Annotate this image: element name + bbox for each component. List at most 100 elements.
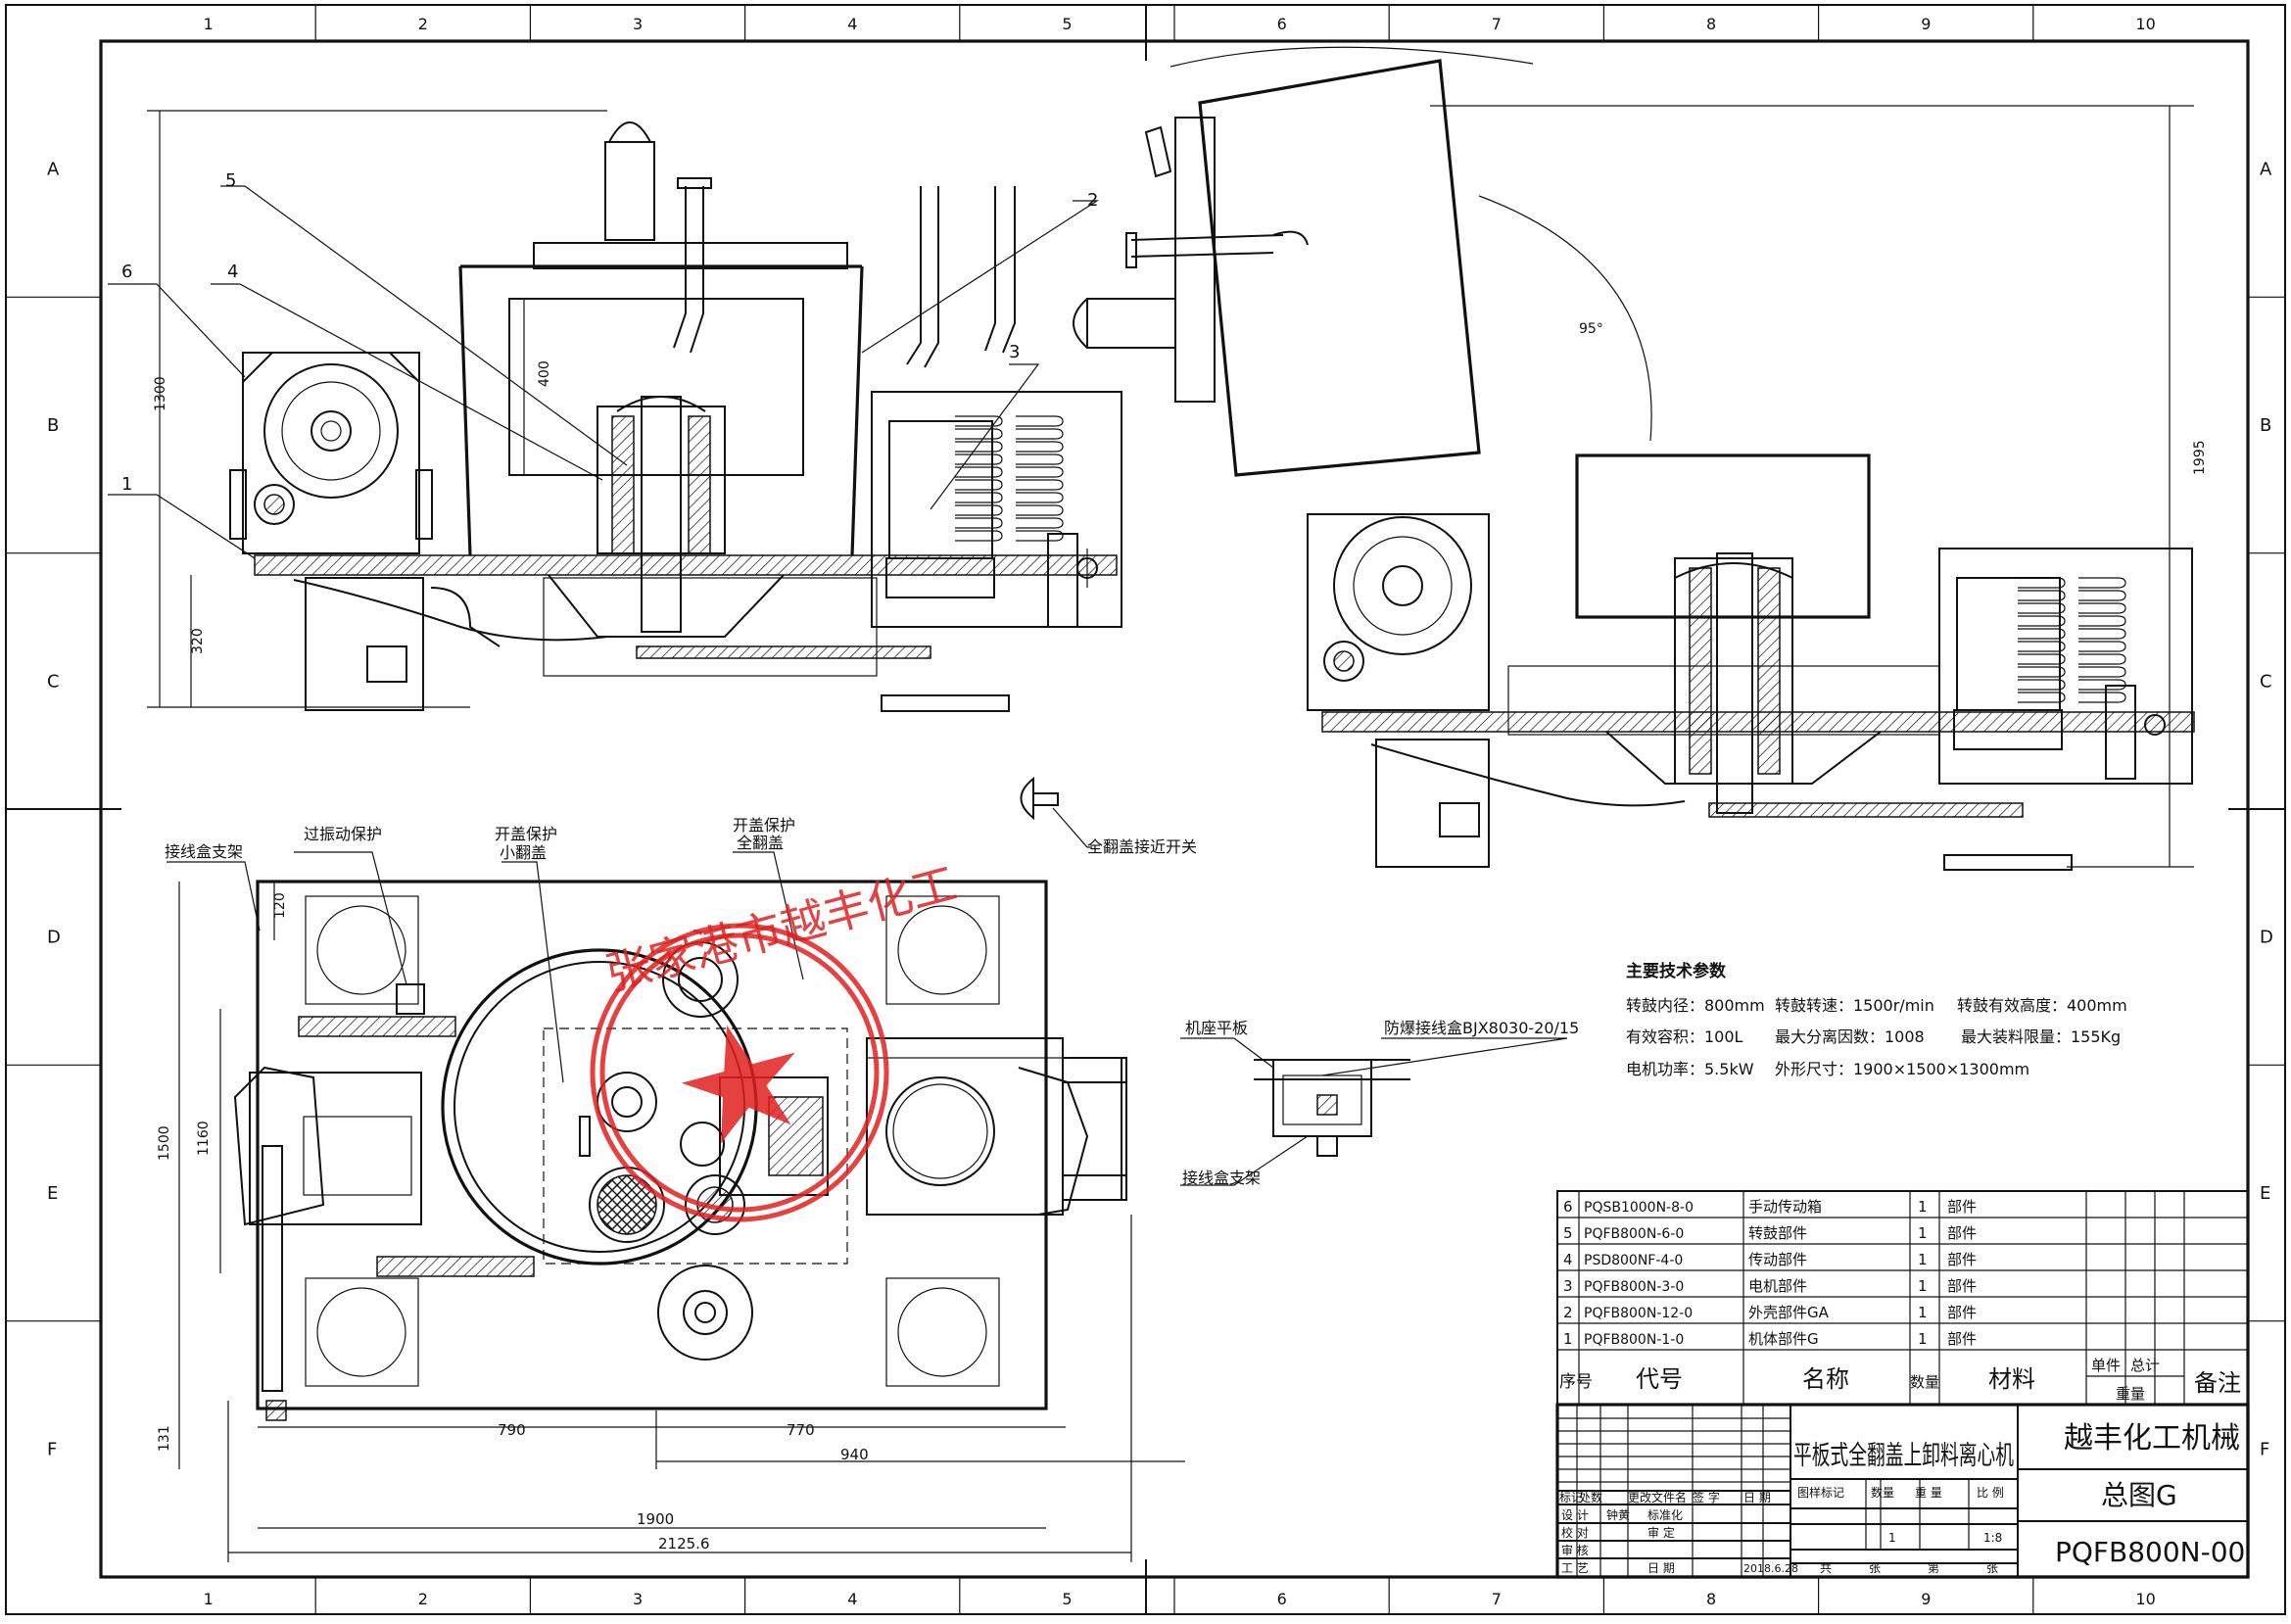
- bom-name: 机体部件G: [1748, 1330, 1819, 1348]
- dim-1995: 1995: [2192, 440, 2208, 475]
- spec-motor-power: 电机功率：5.5kW: [1626, 1060, 1754, 1078]
- zone-row-left: D: [47, 928, 61, 948]
- callout-full-lid: 全翻盖: [737, 834, 784, 852]
- dim-120: 120: [272, 892, 288, 919]
- vent-slot: [1016, 415, 1064, 427]
- vent-slot: [955, 504, 1003, 516]
- zone-col-bottom: 10: [2135, 1590, 2155, 1608]
- spec-drum-diameter: 转鼓内径：800mm: [1626, 996, 1765, 1015]
- proximity-switch: [1020, 776, 1092, 848]
- mounting-pad-ring: [897, 905, 987, 995]
- bom-material: 部件: [1947, 1224, 1977, 1242]
- tb-sheet-label: 第: [1928, 1561, 1939, 1575]
- dim-400: 400: [537, 360, 552, 387]
- spec-dimensions: 外形尺寸：1900×1500×1300mm: [1775, 1060, 2029, 1078]
- vent-slot: [2078, 615, 2126, 627]
- bom-code: PQFB800N-3-0: [1584, 1279, 1684, 1295]
- vent-slot: [2018, 679, 2066, 691]
- vent-slot: [1016, 492, 1064, 503]
- seal-text: 张家港市越丰化工: [600, 856, 962, 1000]
- tb-sheet-label: 张: [1986, 1561, 1998, 1575]
- tb-rev-label: 处数: [1579, 1490, 1602, 1505]
- tb-sign-label: 审 核: [1561, 1543, 1589, 1557]
- vent-slot: [2018, 692, 2066, 703]
- tb-scale: 1:8: [1983, 1531, 2002, 1545]
- vent-slot: [2018, 590, 2066, 601]
- bom-code: PSD800NF-4-0: [1584, 1253, 1683, 1268]
- zone-row-left: B: [47, 415, 59, 436]
- vent-slot: [1016, 441, 1064, 453]
- bom-name: 转鼓部件: [1748, 1224, 1807, 1242]
- zone-col-bottom: 8: [1706, 1590, 1716, 1608]
- bom-qty: 1: [1918, 1198, 1928, 1216]
- plan-view: [167, 851, 1568, 1562]
- balloon-1: 1: [121, 474, 132, 495]
- vent-slot: [2078, 666, 2126, 678]
- zone-col-top: 1: [204, 15, 214, 33]
- detail-junction-bracket: 接线盒支架: [1182, 1169, 1261, 1187]
- mounting-pad: [885, 895, 1000, 1005]
- vent-slot: [1016, 530, 1064, 542]
- bom-code: PQFB800N-6-0: [1584, 1226, 1684, 1242]
- callout-lid-protection-2: 开盖保护: [733, 816, 795, 835]
- callout-small-lid: 小翻盖: [500, 843, 547, 862]
- vent-slot: [2018, 615, 2066, 627]
- zone-col-bottom: 1: [204, 1590, 214, 1608]
- tb-date: 2018.6.28: [1743, 1562, 1798, 1575]
- bom-no: 4: [1563, 1251, 1573, 1268]
- zone-row-right: B: [2260, 415, 2271, 436]
- bom-code: PQFB800N-1-0: [1584, 1332, 1684, 1348]
- tb-rev-label: 日 期: [1743, 1491, 1771, 1505]
- bom-name: 电机部件: [1748, 1277, 1807, 1295]
- dim-1160: 1160: [196, 1121, 212, 1156]
- zone-col-bottom: 9: [1921, 1590, 1931, 1608]
- bom-header-qty: 数量: [1910, 1373, 1939, 1391]
- vent-slot: [955, 479, 1003, 491]
- vent-slot: [2078, 679, 2126, 691]
- tb-sheet-label: 张: [1869, 1561, 1881, 1575]
- bom-no: 5: [1563, 1224, 1573, 1242]
- plan-motor: [866, 1037, 1064, 1216]
- tb-signer: 钟黄: [1606, 1507, 1630, 1522]
- tb-std-label: 标准化: [1647, 1508, 1683, 1522]
- zone-col-bottom: 7: [1492, 1590, 1502, 1608]
- dim-131: 131: [157, 1425, 172, 1452]
- dim-940: 940: [840, 1446, 869, 1463]
- vent-slot: [2018, 577, 2066, 589]
- vent-slot: [955, 415, 1003, 427]
- vent-slot: [1016, 504, 1064, 516]
- zone-row-right: A: [2260, 160, 2272, 180]
- bom-no: 3: [1563, 1277, 1573, 1295]
- balloon-4: 4: [227, 262, 238, 282]
- tb-sign-label: 校 对: [1561, 1525, 1589, 1540]
- vent-slot: [2078, 577, 2126, 589]
- callout-lid-protection-1: 开盖保护: [495, 825, 557, 843]
- balloon-3: 3: [1009, 342, 1020, 362]
- bom-header-code: 代号: [1636, 1365, 1683, 1393]
- tb-mid-label: 比 例: [1977, 1486, 2004, 1500]
- bom-material: 部件: [1947, 1330, 1977, 1348]
- vent-slot: [1016, 517, 1064, 529]
- zone-col-top: 10: [2135, 15, 2155, 33]
- bom-header-material: 材料: [1988, 1365, 2035, 1393]
- tb-sheet-label: 共: [1820, 1561, 1832, 1575]
- bom-no: 2: [1563, 1304, 1573, 1321]
- zone-row-left: E: [47, 1183, 58, 1204]
- vent-slot: [1016, 479, 1064, 491]
- vent-slot: [2018, 653, 2066, 665]
- zone-col-bottom: 3: [633, 1590, 643, 1608]
- vent-slot: [1016, 454, 1064, 465]
- dim-1900: 1900: [637, 1510, 674, 1528]
- balloon-5: 5: [225, 170, 236, 191]
- balloon-6: 6: [121, 262, 132, 282]
- zone-col-top: 5: [1062, 15, 1072, 33]
- vent-slot: [2078, 590, 2126, 601]
- zone-row-left: F: [47, 1439, 57, 1459]
- motor-cover: [871, 391, 1122, 628]
- proximity-switch-label: 全翻盖接近开关: [1087, 837, 1197, 856]
- spec-separation-factor: 最大分离因数：1008: [1775, 1027, 1925, 1046]
